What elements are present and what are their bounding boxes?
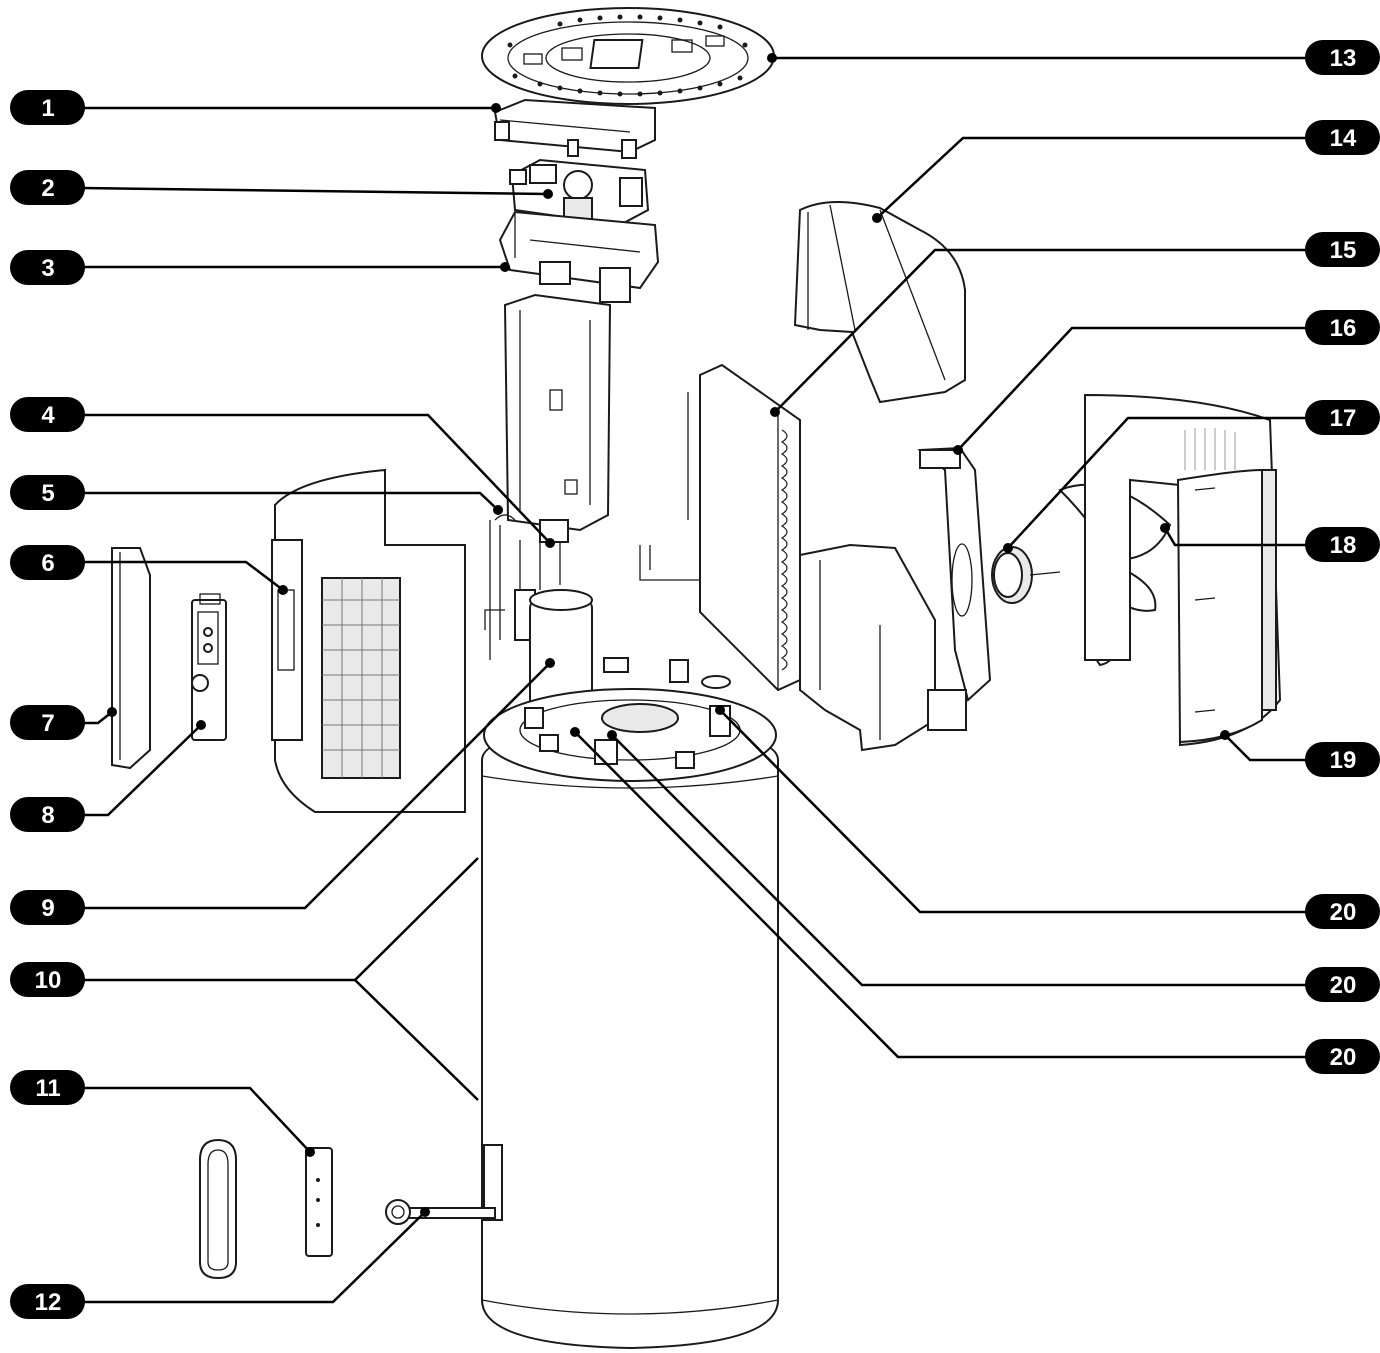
control-board-drawing bbox=[509, 158, 650, 227]
water-tank-drawing bbox=[481, 726, 779, 1350]
callout-10-label: 10 bbox=[35, 967, 62, 994]
leader-11 bbox=[82, 1086, 315, 1157]
callout-16-label: 16 bbox=[1330, 315, 1357, 342]
callout-4: 4 bbox=[10, 397, 85, 432]
callout-20c-label: 20 bbox=[1330, 1044, 1357, 1071]
electrical-box-drawing bbox=[498, 210, 660, 303]
top-cover-drawing bbox=[481, 7, 775, 105]
leader-17 bbox=[1003, 416, 1308, 553]
tank-top-plate-drawing bbox=[483, 657, 777, 782]
callout-14: 14 bbox=[1305, 120, 1380, 155]
callout-1-label: 1 bbox=[41, 95, 54, 122]
leader-10 bbox=[82, 857, 479, 1101]
callout-7: 7 bbox=[10, 705, 85, 740]
callout-11-label: 11 bbox=[35, 1075, 60, 1102]
callout-badges: 1 2 3 4 5 6 7 8 9 10 11 12 13 14 15 16 1… bbox=[10, 40, 1380, 1319]
heater-board-drawing bbox=[305, 1147, 333, 1257]
callout-3-label: 3 bbox=[41, 255, 54, 282]
callout-11: 11 bbox=[10, 1070, 85, 1105]
front-shell-drawing bbox=[1084, 393, 1282, 747]
callout-19: 19 bbox=[1305, 742, 1380, 777]
callout-2: 2 bbox=[10, 170, 85, 205]
callout-13-label: 13 bbox=[1330, 45, 1357, 72]
leader-13 bbox=[767, 53, 1308, 63]
callout-1: 1 bbox=[10, 90, 85, 125]
leader-19 bbox=[1220, 730, 1308, 762]
callout-18: 18 bbox=[1305, 527, 1380, 562]
callout-2-label: 2 bbox=[41, 175, 54, 202]
callout-15-label: 15 bbox=[1330, 237, 1357, 264]
leader-4 bbox=[82, 413, 555, 548]
lower-duct-drawing bbox=[799, 543, 936, 752]
callout-9-label: 9 bbox=[41, 895, 54, 922]
leader-1 bbox=[82, 103, 501, 113]
callout-12-label: 12 bbox=[35, 1289, 62, 1316]
callout-6-label: 6 bbox=[41, 550, 54, 577]
callout-20c: 20 bbox=[1305, 1039, 1380, 1074]
callout-5-label: 5 bbox=[41, 480, 54, 507]
callout-17: 17 bbox=[1305, 400, 1380, 435]
callout-8: 8 bbox=[10, 797, 85, 832]
callout-18-label: 18 bbox=[1330, 532, 1357, 559]
callout-4-label: 4 bbox=[41, 402, 55, 429]
leader-7 bbox=[82, 707, 117, 725]
front-cover-small-drawing bbox=[199, 1138, 237, 1280]
leader-15 bbox=[770, 248, 1308, 417]
callout-5: 5 bbox=[10, 475, 85, 510]
leader-3 bbox=[82, 262, 510, 272]
callout-20b: 20 bbox=[1305, 967, 1380, 1002]
callout-20a-label: 20 bbox=[1330, 899, 1357, 926]
upper-duct-drawing bbox=[793, 201, 966, 404]
callout-20b-label: 20 bbox=[1330, 972, 1357, 999]
heating-element-drawing bbox=[385, 1199, 496, 1225]
control-plate-drawing bbox=[191, 593, 227, 741]
side-cover-drawing bbox=[111, 547, 151, 770]
callout-6: 6 bbox=[10, 545, 85, 580]
leader-18 bbox=[1160, 523, 1308, 547]
leader-6 bbox=[82, 560, 288, 595]
leader-14 bbox=[872, 136, 1308, 223]
leader-5 bbox=[82, 491, 503, 515]
compressor-drawing bbox=[529, 589, 593, 721]
callout-8-label: 8 bbox=[41, 802, 54, 829]
callout-14-label: 14 bbox=[1330, 125, 1357, 152]
callout-12: 12 bbox=[10, 1284, 85, 1319]
callout-7-label: 7 bbox=[41, 710, 54, 737]
leader-12 bbox=[82, 1207, 430, 1304]
callout-20a: 20 bbox=[1305, 894, 1380, 929]
callout-15: 15 bbox=[1305, 232, 1380, 267]
leader-2 bbox=[81, 186, 553, 199]
leader-16 bbox=[953, 326, 1308, 455]
callout-13: 13 bbox=[1305, 40, 1380, 75]
callout-3: 3 bbox=[10, 250, 85, 285]
control-cover-drawing bbox=[493, 98, 656, 159]
callout-9: 9 bbox=[10, 890, 85, 925]
leader-8 bbox=[82, 720, 206, 817]
callout-16: 16 bbox=[1305, 310, 1380, 345]
leader-20a bbox=[715, 705, 1308, 914]
inner-column-drawing bbox=[503, 293, 612, 532]
leader-20b bbox=[607, 730, 1308, 987]
parts-illustration bbox=[111, 7, 1282, 1350]
callout-10: 10 bbox=[10, 962, 85, 997]
leader-lines bbox=[81, 53, 1308, 1304]
fan-motor-drawing bbox=[991, 546, 1061, 604]
leader-20c bbox=[570, 727, 1308, 1059]
callout-19-label: 19 bbox=[1330, 747, 1357, 774]
rear-shell-drawing bbox=[271, 468, 466, 813]
leader-9 bbox=[82, 658, 555, 910]
callout-17-label: 17 bbox=[1330, 405, 1357, 432]
